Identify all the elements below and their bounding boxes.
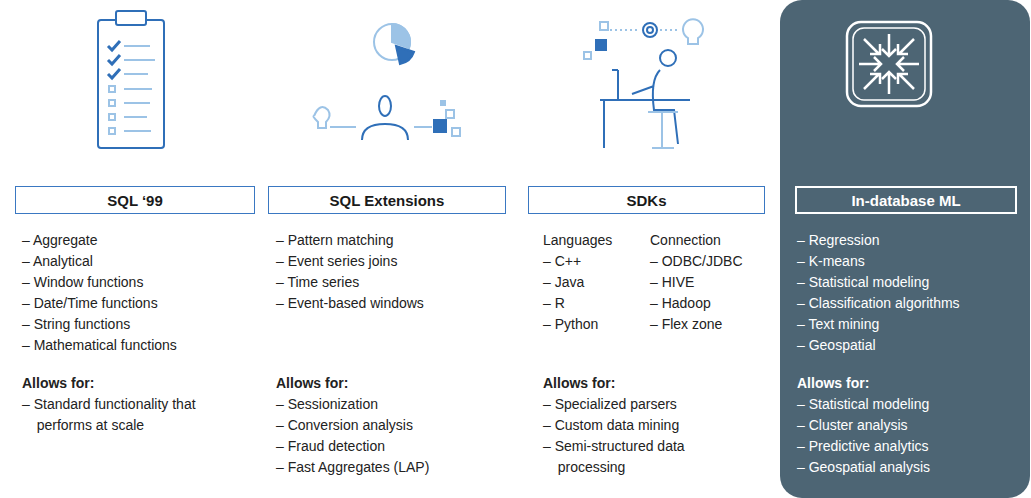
highlight-panel: – Regression– K-means– Statistical model…: [780, 0, 1030, 498]
list-item: – Cluster analysis: [797, 415, 1022, 436]
list-item: – Python: [543, 314, 648, 335]
list-item: – Fast Aggregates (LAP): [276, 457, 504, 478]
list-item: – String functions: [22, 314, 254, 335]
list-item: – Semi-structured data processing: [543, 436, 743, 478]
list-item: – Sessionization: [276, 394, 504, 415]
list-item: – Java: [543, 272, 648, 293]
list-item: – Geospatial: [797, 335, 1022, 356]
column-header: SQL ‘99: [15, 186, 255, 214]
list-item: – Regression: [797, 230, 1022, 251]
header-text: In-database ML: [851, 192, 960, 209]
list-item: – Statistical modeling: [797, 272, 1022, 293]
list-item: – Conversion analysis: [276, 415, 504, 436]
list-item: – Aggregate: [22, 230, 254, 251]
header-text: SQL ‘99: [107, 192, 163, 209]
list-item: – R: [543, 293, 648, 314]
list-heading: Connection: [650, 230, 762, 251]
column-header: SDKs: [528, 186, 765, 214]
list-item: – Event-based windows: [276, 293, 504, 314]
list-heading: Allows for:: [22, 373, 254, 394]
list-item: – Geospatial analysis: [797, 457, 1022, 478]
list-item: – Window functions: [22, 272, 254, 293]
list-item: – ODBC/JDBC: [650, 251, 762, 272]
list-item: – Pattern matching: [276, 230, 504, 251]
list-heading: Languages: [543, 230, 648, 251]
developer-icon: [584, 19, 703, 148]
column-header: SQL Extensions: [268, 186, 506, 214]
list-item: – Specialized parsers: [543, 394, 743, 415]
column-header: In-database ML: [795, 186, 1017, 214]
list-item: – Analytical: [22, 251, 254, 272]
list-item: – Classification algorithms: [797, 293, 1022, 314]
list-item: – Mathematical functions: [22, 335, 254, 356]
list-item: – HIVE: [650, 272, 762, 293]
list-item: – Text mining: [797, 314, 1022, 335]
header-text: SDKs: [626, 192, 666, 209]
list-item: – Statistical modeling: [797, 394, 1022, 415]
list-item: – C++: [543, 251, 648, 272]
list-item: – Predictive analytics: [797, 436, 1022, 457]
list-item: – Time series: [276, 272, 504, 293]
clipboard-icon: [98, 11, 164, 148]
list-item: – Flex zone: [650, 314, 762, 335]
list-heading: Allows for:: [797, 373, 1022, 394]
list-item: – Hadoop: [650, 293, 762, 314]
list-item: – K-means: [797, 251, 1022, 272]
list-item: – Fraud detection: [276, 436, 504, 457]
list-item: – Event series joins: [276, 251, 504, 272]
analyst-icon: [314, 24, 461, 140]
list-heading: Allows for:: [543, 373, 743, 394]
list-item: – Date/Time functions: [22, 293, 254, 314]
list-item: – Standard functionality that performs a…: [22, 394, 254, 436]
list-item: – Custom data mining: [543, 415, 743, 436]
header-text: SQL Extensions: [330, 192, 445, 209]
list-heading: Allows for:: [276, 373, 504, 394]
